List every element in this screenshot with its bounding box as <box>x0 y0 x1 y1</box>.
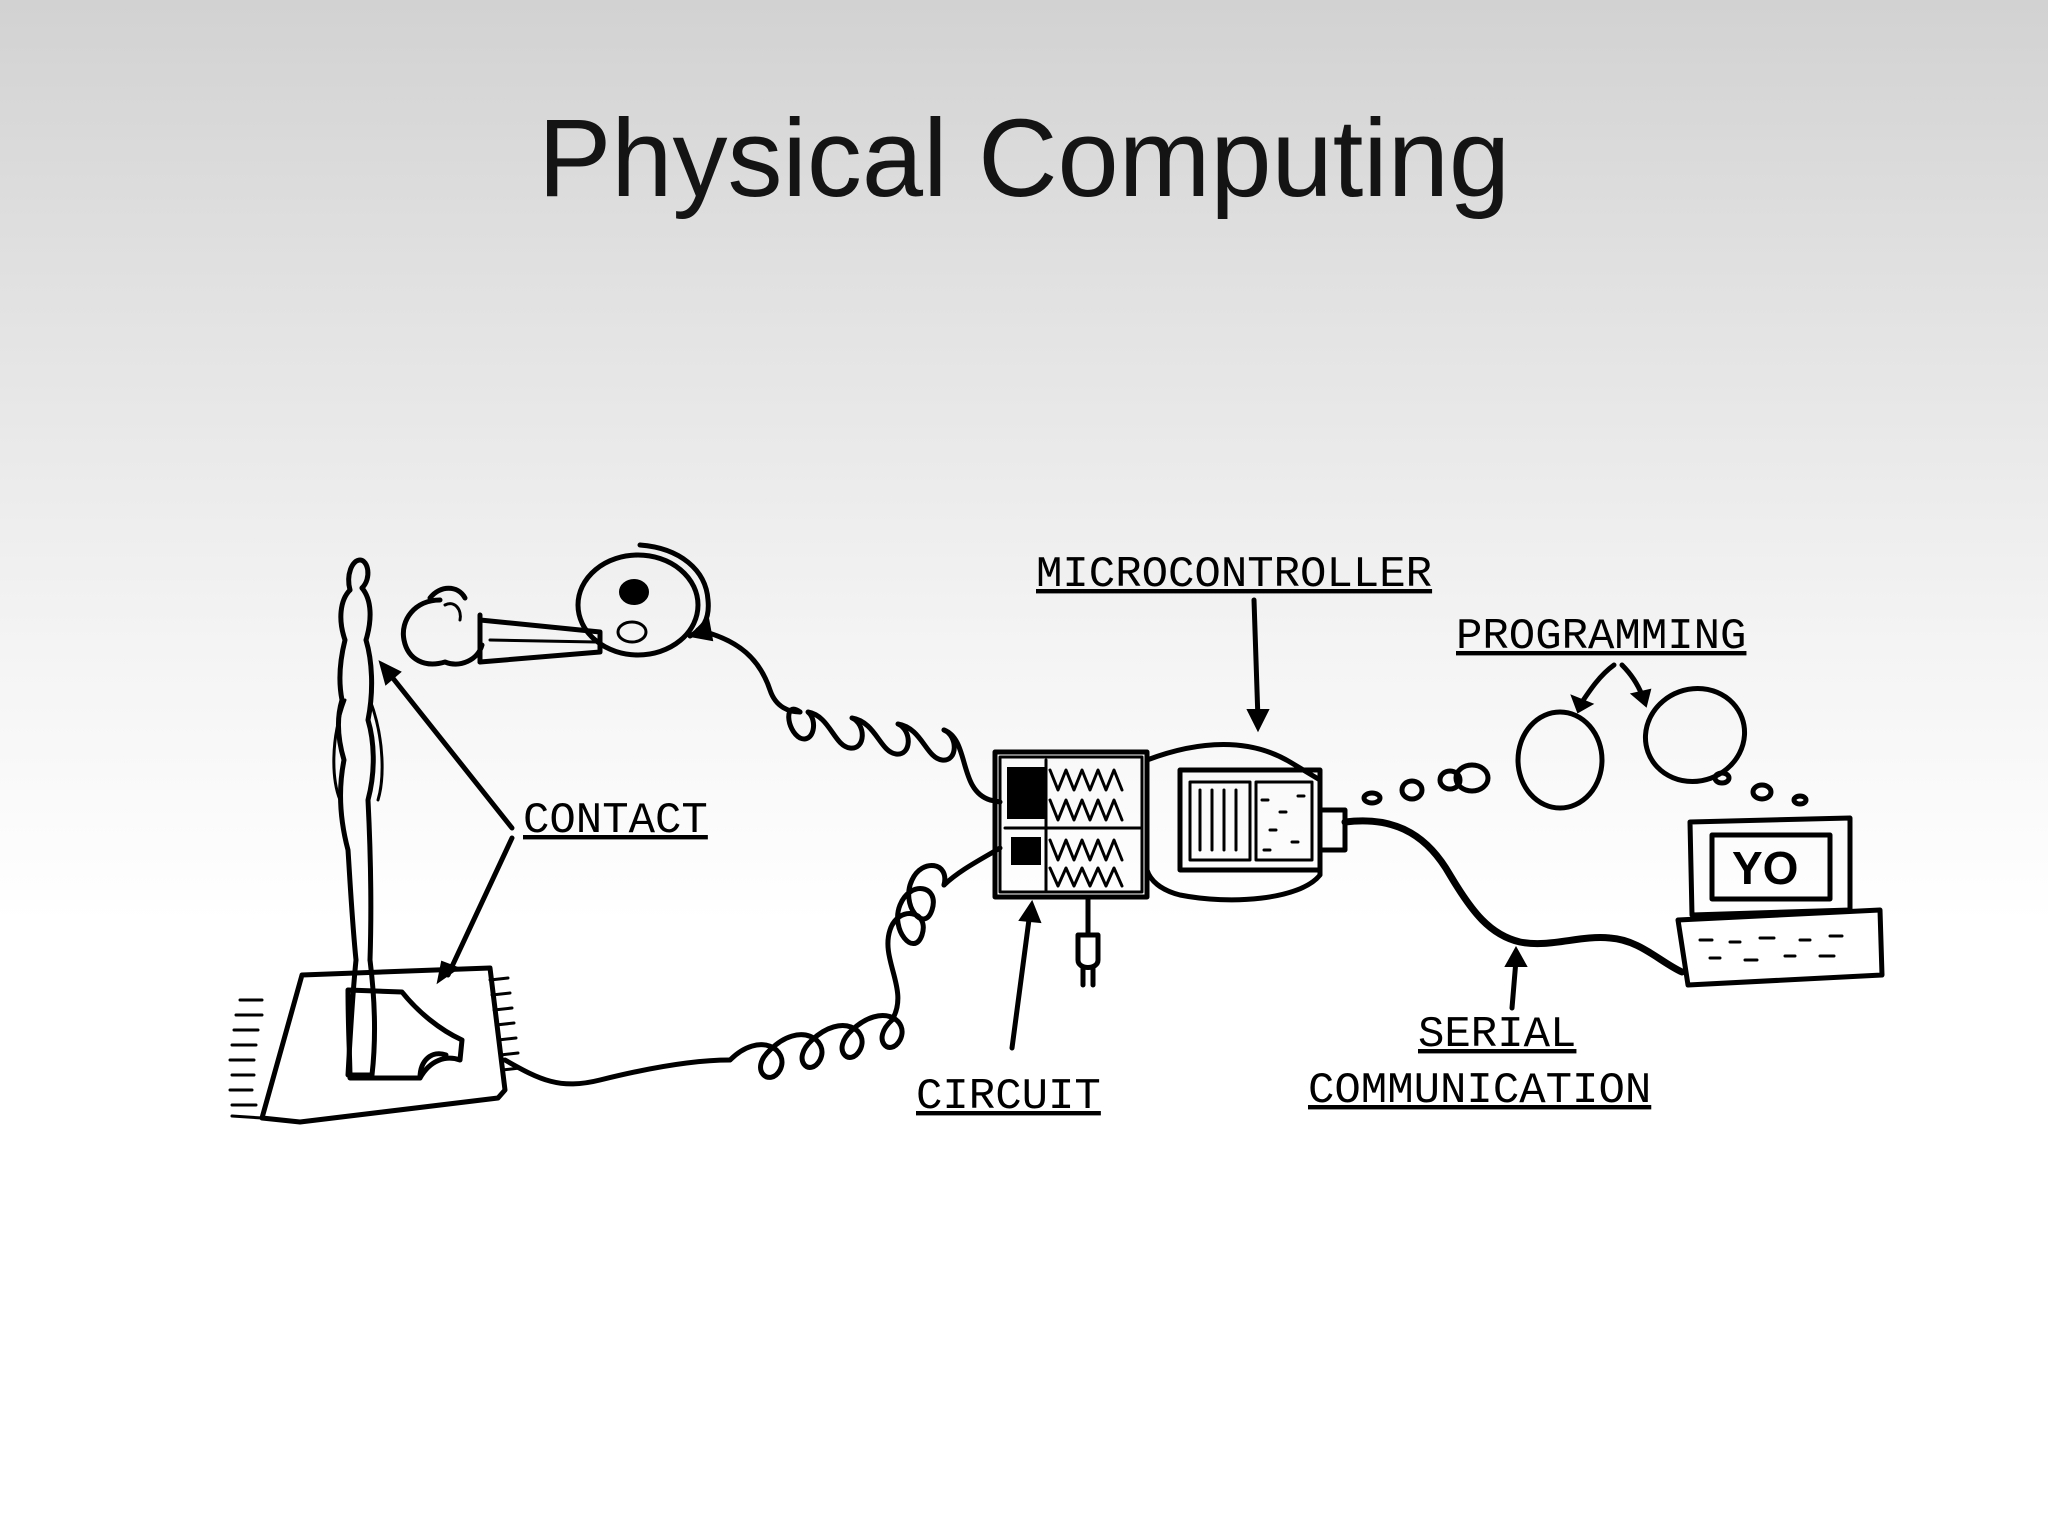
arrow-programming-right <box>1619 662 1652 708</box>
lower-coiled-wire <box>502 845 1003 1087</box>
circuit-board <box>992 749 1150 988</box>
upper-coiled-wire <box>695 627 1003 805</box>
computer-screen-text: YO <box>1732 842 1798 894</box>
label-circuit: CIRCUIT <box>916 1072 1101 1122</box>
arrow-contact-upper <box>378 660 515 831</box>
reel-wheel <box>575 542 714 658</box>
label-microcontroller: MICROCONTROLLER <box>1036 550 1432 600</box>
person-figure <box>332 557 384 1078</box>
arrow-microcontroller <box>1246 597 1270 733</box>
arrow-serial <box>1504 945 1528 1011</box>
serial-cable <box>1341 817 1686 976</box>
slide-title: Physical Computing <box>537 97 1511 220</box>
thought-bubbles <box>1361 686 1809 811</box>
label-contact: CONTACT <box>523 796 708 846</box>
label-programming: PROGRAMMING <box>1456 612 1746 662</box>
computer: YO <box>1675 815 1885 988</box>
arrow-programming-left <box>1570 662 1617 714</box>
floor-mat <box>228 965 522 1125</box>
arrow-circuit <box>1009 899 1042 1051</box>
microcontroller-module <box>1144 742 1348 903</box>
label-communication: COMMUNICATION <box>1308 1066 1651 1116</box>
arrow-contact-lower <box>436 835 515 985</box>
label-serial: SERIAL <box>1418 1010 1576 1060</box>
hand-and-rod <box>400 585 603 667</box>
